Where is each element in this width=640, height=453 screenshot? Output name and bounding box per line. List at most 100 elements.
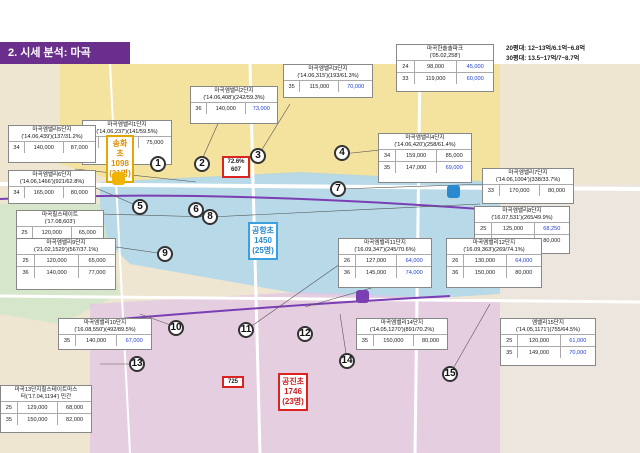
price-box-725: 725 xyxy=(222,376,244,388)
complex-title: 마곡엠밸리7단지('14.06,1004')(338/33.7%) xyxy=(495,170,561,183)
pyeong-cell: 36 xyxy=(191,102,207,114)
notes-line-1: 20평대: 12~13억/6.1억~6.8억 xyxy=(506,45,586,52)
complex-marker-13[interactable]: 13 xyxy=(129,356,145,372)
jeonse-price-cell: 64,000 xyxy=(396,254,431,267)
pyeong-cell: 25 xyxy=(501,334,518,347)
pyeong-cell: 35 xyxy=(284,80,300,92)
complex-marker-10[interactable]: 10 xyxy=(168,320,184,336)
complex-marker-3[interactable]: 3 xyxy=(250,148,266,164)
complex-marker-7[interactable]: 7 xyxy=(330,181,346,197)
sale-price-cell: 159,000 xyxy=(395,149,437,162)
pyeong-cell: 33 xyxy=(483,184,500,196)
jeonse-price-cell: 87,000 xyxy=(62,141,95,153)
pyeong-cell: 24 xyxy=(397,60,415,73)
bus-icon xyxy=(112,172,125,185)
pyeong-cell: 35 xyxy=(501,346,518,358)
subway-icon xyxy=(356,290,369,303)
notes-line-2: 30평대: 13.5~17억/7~8.7억 xyxy=(506,54,580,62)
complex-marker-15[interactable]: 15 xyxy=(442,366,458,382)
jeonse-price-cell: 73,000 xyxy=(244,102,277,114)
jeonse-price-cell: 60,000 xyxy=(456,72,493,84)
jeonse-price-cell: 68,250 xyxy=(533,222,569,235)
pyeong-cell: 34 xyxy=(379,149,396,162)
pyeong-cell: 35 xyxy=(1,413,18,425)
sale-price-cell: 130,000 xyxy=(463,254,507,267)
complex-title: 마곡엠밸리4단지('14.06,420')(258/61.4%) xyxy=(394,135,456,148)
jeonse-price-cell: 74,000 xyxy=(396,266,431,278)
sale-price-cell: 150,000 xyxy=(463,266,507,278)
complex-title: 마곡엠밸리9단지('21.02,1529')(567/37.1%) xyxy=(33,240,99,253)
pyeong-cell: 35 xyxy=(357,334,374,346)
complex-title: 마곡엠밸리1단지('14.06,237')(141/59.5%) xyxy=(96,122,158,135)
sale-price-cell: 165,000 xyxy=(23,186,64,198)
complex-title: 마곡엠밸리11단지('16.09,347')(245/70.6%) xyxy=(354,240,416,253)
jeonse-price-cell: 80,000 xyxy=(505,266,541,278)
complex-title: 마곡힐스테이트('17.08,603') xyxy=(41,212,79,225)
sale-price-cell: 149,000 xyxy=(517,346,561,358)
complex-marker-6[interactable]: 6 xyxy=(188,202,204,218)
sale-price-cell: 119,000 xyxy=(413,72,457,84)
complex-marker-5[interactable]: 5 xyxy=(132,199,148,215)
complex-marker-8[interactable]: 8 xyxy=(202,209,218,225)
price-box-606: 72.6%607 xyxy=(222,156,250,178)
jeonse-price-cell: 80,000 xyxy=(62,186,95,198)
pyeong-cell: 25 xyxy=(17,254,35,267)
complex-marker-4[interactable]: 4 xyxy=(334,145,350,161)
jeonse-price-cell: 64,000 xyxy=(505,254,541,267)
jeonse-price-cell: 82,000 xyxy=(57,413,91,425)
complex-marker-11[interactable]: 11 xyxy=(238,322,254,338)
sale-price-cell: 150,000 xyxy=(372,334,414,346)
pyeong-cell: 35 xyxy=(59,334,76,346)
complex-marker-14[interactable]: 14 xyxy=(339,353,355,369)
complex-marker-1[interactable]: 1 xyxy=(150,156,166,172)
sale-price-cell: 98,000 xyxy=(413,60,457,73)
sale-price-cell: 129,000 xyxy=(16,401,58,414)
jeonse-price-cell: 85,000 xyxy=(436,149,471,162)
sale-price-cell: 145,000 xyxy=(355,266,397,278)
complex-title: 마곡엠밸리3단지('14.06,315')(193/61.3%) xyxy=(297,66,359,79)
sale-price-cell: 140,000 xyxy=(205,102,246,114)
sale-price-cell: 147,000 xyxy=(395,161,437,173)
complex-title: 엠밸리15단지('14.05,1171')(755/64.5%) xyxy=(516,320,580,333)
sale-price-cell: 125,000 xyxy=(491,222,535,235)
jeonse-price-cell: 65,000 xyxy=(78,254,115,267)
sale-price-cell: 140,000 xyxy=(23,141,64,153)
pyeong-cell: 25 xyxy=(1,401,18,414)
complex-marker-12[interactable]: 12 xyxy=(297,326,313,342)
complex-marker-2[interactable]: 2 xyxy=(194,156,210,172)
complex-marker-9[interactable]: 9 xyxy=(157,246,173,262)
